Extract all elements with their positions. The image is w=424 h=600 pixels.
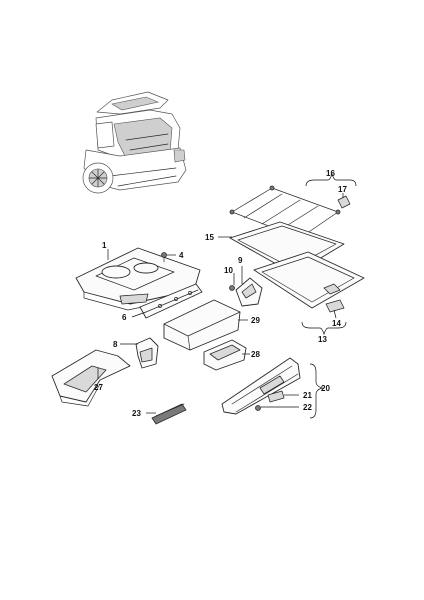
callout-16: 16 (326, 169, 335, 178)
callout-15: 15 (205, 233, 214, 242)
part-6-trim-rail (139, 283, 203, 319)
callout-1: 1 (102, 241, 107, 250)
part-27-side-trim (51, 349, 131, 407)
callout-9: 9 (238, 256, 243, 265)
callout-labels: 1 4 6 8 9 10 13 14 15 16 17 20 21 22 23 … (94, 169, 347, 418)
leader-lines (97, 172, 357, 419)
callout-20: 20 (321, 384, 330, 393)
part-1-trunk-floor-insert (75, 247, 201, 311)
callout-6: 6 (122, 313, 127, 322)
callout-13: 13 (318, 335, 327, 344)
callout-28: 28 (251, 350, 260, 359)
callout-17: 17 (338, 185, 347, 194)
part-9-holder (235, 277, 263, 307)
callout-14: 14 (332, 319, 341, 328)
part-22-plug (255, 405, 261, 411)
vehicle-reference-illustration (82, 91, 187, 194)
part-10-clip (229, 285, 235, 291)
callout-22: 22 (303, 403, 312, 412)
part-29-foam-block (163, 299, 241, 351)
callout-27: 27 (94, 383, 103, 392)
part-14-pad (325, 299, 345, 313)
callout-10: 10 (224, 266, 233, 275)
part-28-storage-tray (203, 339, 247, 371)
part-4-stud (161, 252, 167, 263)
callout-23: 23 (132, 409, 141, 418)
part-20-sill-trim (221, 357, 301, 415)
callout-21: 21 (303, 391, 312, 400)
part-21-pad (267, 390, 285, 403)
part-17-clip (337, 195, 351, 209)
callout-8: 8 (113, 340, 118, 349)
part-8-bracket (135, 337, 159, 369)
callout-4: 4 (179, 251, 184, 260)
part-13-floor-mat (253, 251, 365, 309)
part-23-rod (151, 403, 187, 425)
callout-29: 29 (251, 316, 260, 325)
